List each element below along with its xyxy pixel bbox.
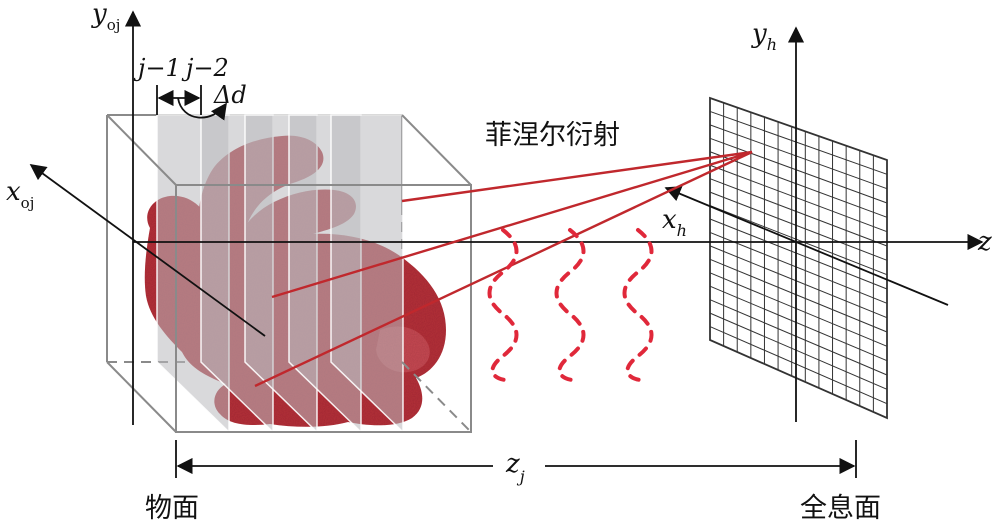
delta-d-label: Δd	[213, 81, 247, 109]
hologram-grid-line	[709, 205, 888, 276]
hologram-plane-label: 全息面	[800, 493, 881, 524]
hologram-grid-line	[709, 178, 888, 247]
ray	[271, 150, 753, 299]
diffraction-waves	[487, 228, 654, 382]
x-h-label: xh	[662, 205, 687, 240]
hologram-grid-line	[709, 272, 888, 347]
hologram-grid-line	[709, 231, 888, 304]
z-j-label: zj	[505, 449, 525, 486]
distance-marker	[175, 440, 857, 478]
slice-j-minus-1-label: j−1	[133, 54, 181, 82]
ray	[254, 150, 753, 388]
wave-line	[554, 228, 586, 382]
hologram-grid-line	[709, 164, 888, 233]
slice-planes	[156, 114, 404, 434]
hologram-grid-line	[709, 299, 888, 376]
hologram-grid-line	[709, 191, 888, 261]
y-h-label: yh	[751, 19, 777, 54]
hologram-grid-line	[709, 245, 888, 319]
hologram-grid-line	[709, 218, 888, 290]
x-h-axis	[664, 186, 949, 306]
slice-j-minus-2-label: j−2	[181, 54, 229, 82]
wave-line	[487, 228, 519, 382]
hologram-grid-line	[709, 326, 888, 405]
wave-line	[622, 228, 654, 382]
x-oj-label: xoj	[6, 177, 34, 212]
hologram-grid-line	[709, 137, 888, 204]
slice-spacing-marker	[156, 85, 227, 121]
ray	[401, 150, 753, 203]
y-oj-label: yoj	[91, 0, 120, 34]
object-box-front	[106, 114, 472, 433]
z-axis-label: z	[977, 227, 992, 257]
hologram-grid-line	[709, 151, 888, 218]
hologram-plane	[709, 96, 888, 420]
axes	[29, 10, 984, 425]
object-plane-label: 物面	[145, 493, 199, 524]
fresnel-label: 菲涅尔衍射	[485, 120, 620, 151]
x-oj-axis	[29, 164, 266, 337]
hologram-grid-line	[709, 285, 888, 362]
hologram-grid-line	[709, 124, 888, 190]
hologram-grid-line	[709, 110, 888, 175]
hologram-grid-line	[709, 258, 888, 333]
hologram-grid-line	[709, 312, 888, 390]
fresnel-rays	[254, 150, 753, 388]
